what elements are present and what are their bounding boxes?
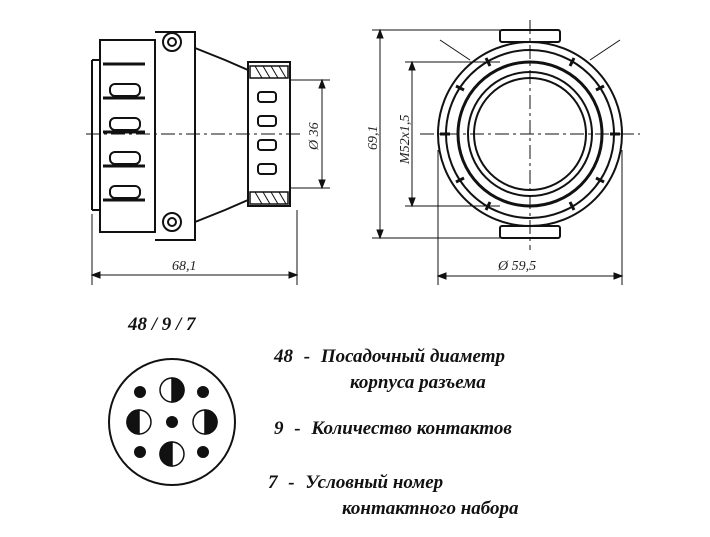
legend-num: 7 (268, 472, 278, 493)
dim-thread: M52x1,5 (398, 115, 413, 165)
legend-line2: контактного набора (342, 498, 519, 519)
connector-code: 48 / 9 / 7 (128, 314, 196, 335)
legend-line1: Количество контактов (311, 418, 512, 439)
legend-line1: Посадочный диаметр (320, 346, 505, 367)
legend-line1: Условный номер (305, 472, 444, 493)
legend-dash: - (288, 472, 295, 493)
pin-layout (108, 358, 236, 486)
legend-line2: корпуса разъема (350, 372, 486, 393)
legend-item-set-number: 7 - Условный номер (268, 472, 443, 494)
legend-item-contacts: 9 - Количество контактов (274, 418, 512, 440)
legend-dash: - (303, 346, 311, 367)
legend-dash: - (294, 418, 301, 439)
dim-length: 68,1 (172, 259, 197, 274)
dim-bore: Ø 36 (307, 122, 322, 151)
dim-height: 69,1 (366, 126, 381, 151)
dim-outer-dia: Ø 59,5 (497, 259, 536, 274)
front-view (420, 20, 640, 250)
legend-item-diameter: 48 - Посадочный диаметр (274, 346, 505, 368)
legend-num: 9 (274, 418, 284, 439)
side-view (86, 31, 300, 241)
legend-num: 48 (274, 346, 293, 367)
